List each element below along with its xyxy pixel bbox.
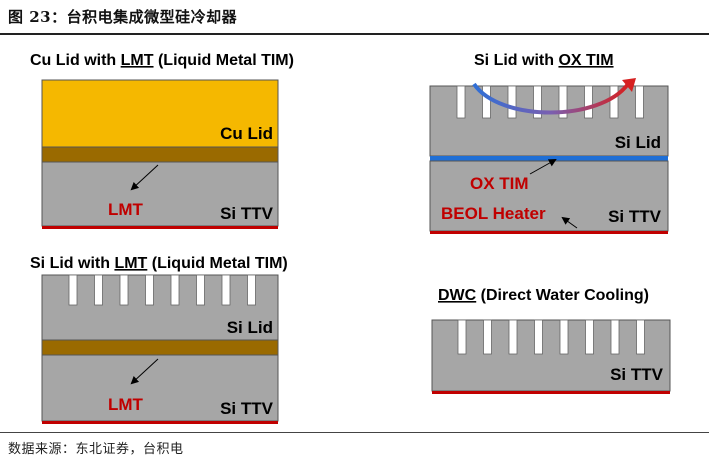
si-ttv-block <box>431 319 671 392</box>
si-ttv-label: Si TTV <box>608 207 662 226</box>
microchannel-slot <box>457 319 467 355</box>
microchannel-slot <box>170 274 180 306</box>
panel-si-lid-ox-heading: Si Lid with OX TIM <box>474 52 614 69</box>
microchannel-slot <box>558 85 568 119</box>
si-lid-label: Si Lid <box>615 133 661 152</box>
ox-tim-label: OX TIM <box>470 174 529 193</box>
red-bottom-line <box>430 231 668 234</box>
microchannel-slot <box>456 85 466 119</box>
coolant-flow-arrow <box>472 82 630 115</box>
cu-lid-block <box>41 79 279 148</box>
microchannel-fins <box>457 319 645 355</box>
lmt-pointer-arrow <box>130 164 159 191</box>
panel-si-lid-lmt: Si Lid with LMT (Liquid Metal TIM) Si Li… <box>30 255 288 424</box>
microchannel-slot <box>482 85 491 119</box>
beol-heater-label: BEOL Heater <box>441 204 546 223</box>
si-lid-block <box>41 274 279 341</box>
microchannel-slot <box>483 319 492 355</box>
microchannel-slot <box>94 274 103 306</box>
lmt-layer <box>41 339 279 356</box>
microchannel-slot <box>636 319 645 355</box>
si-ttv-block <box>41 161 279 227</box>
lmt-label: LMT <box>108 200 144 219</box>
microchannel-slot <box>145 274 154 306</box>
coolant-flow-arrowhead <box>622 78 636 92</box>
si-lid-label: Si Lid <box>227 318 273 337</box>
cu-lid-label: Cu Lid <box>220 124 273 143</box>
heater-pointer-arrow <box>561 216 578 229</box>
microchannel-fins <box>456 85 644 119</box>
panel-dwc: DWC (Direct Water Cooling) Si TTV <box>431 287 671 394</box>
panel-cu-lid-heading: Cu Lid with LMT (Liquid Metal TIM) <box>30 52 294 69</box>
red-bottom-line <box>432 391 670 394</box>
microchannel-slot <box>609 85 619 119</box>
microchannel-slot <box>533 85 542 119</box>
microchannel-slot <box>534 319 543 355</box>
red-bottom-line <box>42 421 278 424</box>
source-note: 数据来源：东北证券，台积电 <box>8 442 184 457</box>
microchannel-slot <box>559 319 569 355</box>
microchannel-slot <box>610 319 620 355</box>
panel-cu-lid: Cu Lid with LMT (Liquid Metal TIM) Cu Li… <box>30 52 294 229</box>
panel-si-lid-ox: Si Lid with OX TIM Si Lid OX TIM BEOL He… <box>429 52 669 234</box>
lmt-label: LMT <box>108 395 144 414</box>
top-rule <box>0 33 709 35</box>
si-ttv-label: Si TTV <box>610 365 664 384</box>
ox-tim-pointer-arrow <box>529 159 557 175</box>
si-ttv-block <box>41 354 279 422</box>
bottom-rule <box>0 432 709 433</box>
microchannel-slot <box>247 274 256 306</box>
figure-title: 图 23：台积电集成微型硅冷却器 <box>8 8 238 26</box>
microchannel-slot <box>119 274 129 306</box>
microchannel-slot <box>68 274 78 306</box>
microchannel-slot <box>507 85 517 119</box>
microchannel-slot <box>196 274 205 306</box>
microchannel-slot <box>635 85 644 119</box>
microchannel-slot <box>584 85 593 119</box>
si-ttv-label: Si TTV <box>220 399 274 418</box>
red-bottom-line <box>42 226 278 229</box>
si-ttv-label: Si TTV <box>220 204 274 223</box>
panel-si-lid-lmt-heading: Si Lid with LMT (Liquid Metal TIM) <box>30 255 288 272</box>
microchannel-slot <box>585 319 594 355</box>
microchannel-fins <box>68 274 256 306</box>
lmt-layer <box>41 146 279 163</box>
ox-tim-layer <box>430 156 668 161</box>
microchannel-slot <box>508 319 518 355</box>
lmt-pointer-arrow <box>130 358 159 385</box>
microchannel-slot <box>221 274 231 306</box>
panel-dwc-heading: DWC (Direct Water Cooling) <box>438 287 649 304</box>
